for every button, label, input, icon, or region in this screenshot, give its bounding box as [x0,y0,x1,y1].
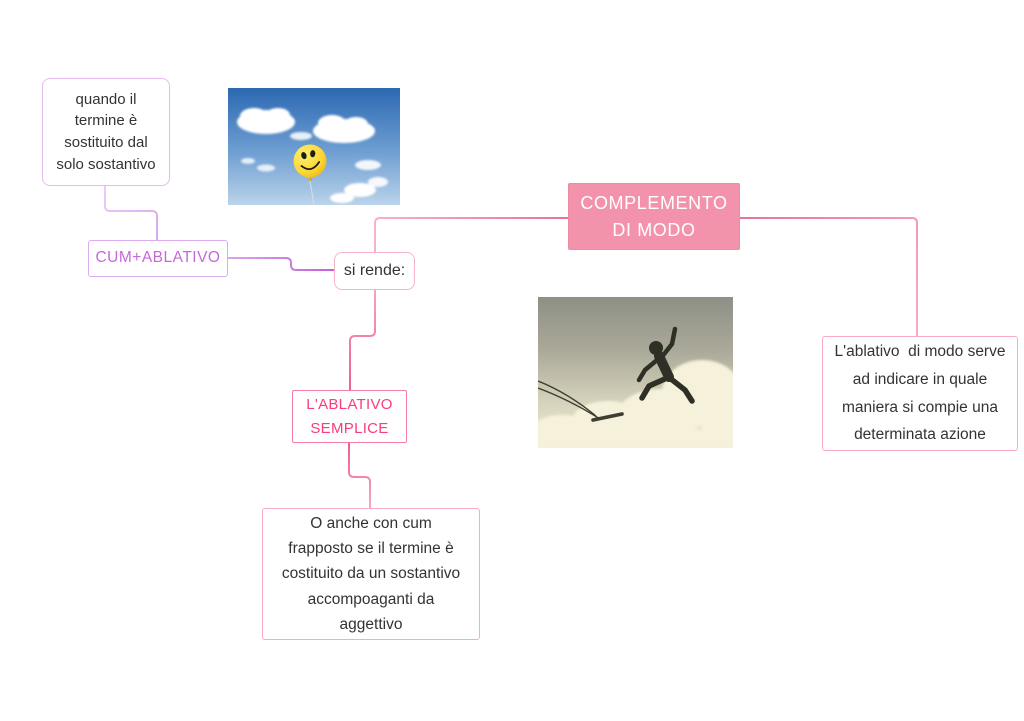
jumping-person-silhouette [636,326,695,404]
branch-ablativo-semplice-to-frapposto [348,443,371,508]
node-cum-frapposto[interactable]: O anche con cum frapposto se il termine … [262,508,480,640]
swing-jump-drawing [532,297,752,448]
cream-clouds [532,360,752,448]
smiley-balloon-image[interactable] [228,88,400,206]
clouds [237,108,388,203]
swing [537,380,624,422]
branch-sirende-to-ablativo-semplice [349,290,376,390]
branch-root-to-ablativo-modo [740,217,918,336]
node-si-rende[interactable]: si rende: [334,252,415,290]
branch-cum-to-sirende [228,257,334,271]
smiley-balloon [293,144,327,182]
branch-quando-to-cum [104,186,158,240]
smiley-balloon-sky-drawing [228,88,400,206]
node-cum-ablativo[interactable]: CUM+ABLATIVO [88,240,228,277]
node-quando-il-termine[interactable]: quando il termine è sostituito dal solo … [42,78,170,186]
node-ablativo-di-modo-definition[interactable]: L'ablativo di modo serve ad indicare in … [822,336,1018,451]
branch-root-to-sirende [374,217,568,252]
node-ablativo-semplice[interactable]: L'ABLATIVO SEMPLICE [292,390,407,443]
swing-jump-image[interactable] [532,297,752,448]
node-complemento-di-modo[interactable]: COMPLEMENTO DI MODO [568,183,740,250]
